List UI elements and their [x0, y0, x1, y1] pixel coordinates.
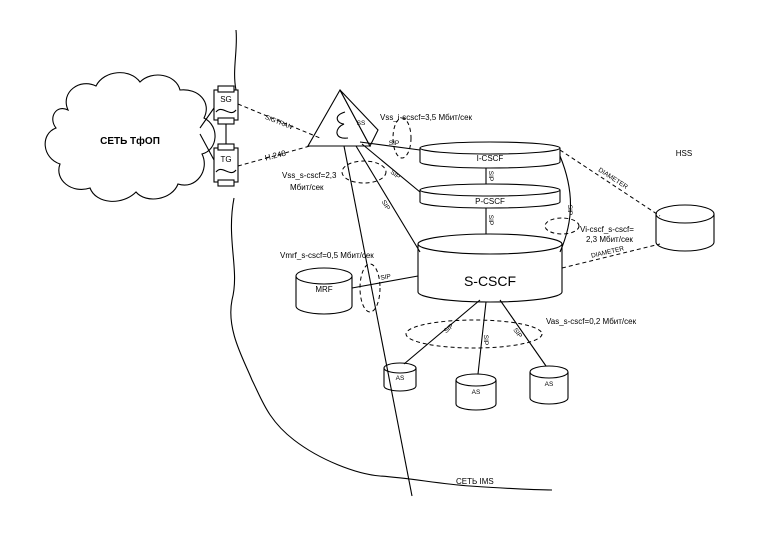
s-cscf-label: S-CSCF — [464, 273, 516, 289]
mrf-label: MRF — [315, 285, 332, 294]
sg-label: SG — [220, 95, 232, 104]
vmrf-annotation: Vmrf_s-cscf=0,5 Мбит/сек — [280, 251, 374, 260]
link-sigtran — [237, 103, 321, 139]
link-as1-scscf — [403, 299, 481, 365]
tg-gateway: TG — [213, 143, 239, 187]
sip-as1-label: SIP — [443, 323, 456, 335]
vss-i-annotation: Vss_i-scscf=3,5 Мбит/сек — [380, 113, 473, 122]
bandwidth-ellipse-i-s — [544, 217, 580, 235]
as-server-2: AS — [455, 373, 497, 411]
tg-label: TG — [220, 155, 231, 164]
link-as2-scscf — [477, 301, 487, 375]
sip-i-s-label: SIP — [566, 205, 573, 215]
network-boundary — [230, 29, 553, 491]
link-ss-scscf — [355, 145, 421, 253]
h248-label: H.248 — [264, 148, 287, 162]
as1-label: AS — [396, 375, 405, 382]
diameter-s-label: DIAMETER — [591, 245, 626, 259]
sip-ss-pcscf-label: SIP — [389, 169, 402, 181]
as3-label: AS — [545, 381, 554, 388]
link-as3-scscf — [499, 299, 547, 367]
mrf: MRF — [295, 267, 353, 315]
as-server-3: AS — [529, 365, 569, 405]
sip-ss-icscf-label: SIP — [389, 140, 399, 147]
bandwidth-ellipse-as — [405, 319, 543, 349]
bandwidth-ellipse-mrf — [359, 263, 381, 313]
vss-s-annotation-1: Vss_s-cscf=2,3 — [282, 171, 337, 180]
softswitch: SS — [307, 88, 379, 148]
hss: HSS — [655, 149, 715, 252]
s-cscf: S-CSCF — [417, 233, 563, 303]
sip-i-p-label: SIP — [487, 171, 494, 181]
sg-gateway: SG — [213, 85, 239, 125]
bandwidth-ellipse-s — [341, 160, 387, 184]
p-cscf-label: P-CSCF — [475, 197, 505, 206]
sip-ss-scscf-label: SIP — [380, 199, 391, 212]
sip-as3-label: SIP — [511, 327, 523, 340]
as2-label: AS — [472, 389, 481, 396]
diameter-i-label: DIAMETER — [597, 167, 629, 191]
hss-label: HSS — [676, 149, 692, 158]
vss-s-annotation-2: Мбит/сек — [290, 183, 324, 192]
pstn-cloud: СЕТЬ ТфОП — [44, 72, 216, 202]
sip-mrf-label: SIP — [380, 273, 392, 282]
ss-label: SS — [357, 120, 366, 127]
link-icscf-scscf — [559, 155, 571, 253]
link-pstn-tg — [199, 133, 215, 161]
vas-annotation: Vas_s-cscf=0,2 Мбит/сек — [546, 317, 637, 326]
i-cscf: I-CSCF — [419, 141, 561, 169]
ims-label: СЕТЬ IMS — [456, 477, 494, 486]
vi-s-annotation-1: Vi-cscf_s-cscf= — [580, 225, 634, 234]
bandwidth-ellipse-i — [392, 117, 412, 159]
link-pstn-sg — [199, 107, 215, 129]
link-ss-pcscf — [361, 143, 421, 193]
p-cscf: P-CSCF — [419, 183, 561, 209]
sip-p-s-label: SIP — [487, 215, 494, 225]
sip-as2-label: SIP — [482, 335, 489, 345]
pstn-label: СЕТЬ ТфОП — [100, 135, 160, 147]
vi-s-annotation-2: 2,3 Мбит/сек — [586, 235, 633, 244]
link-ss-ims-boundary — [343, 145, 413, 497]
link-diameter-icscf-hss — [559, 149, 661, 217]
i-cscf-label: I-CSCF — [477, 154, 504, 163]
as-server-1: AS — [383, 362, 417, 392]
link-mrf-scscf — [351, 275, 419, 289]
link-h248 — [237, 145, 311, 167]
link-diameter-scscf-hss — [561, 243, 661, 269]
sigtran-label: SIGTRAN — [264, 114, 294, 131]
